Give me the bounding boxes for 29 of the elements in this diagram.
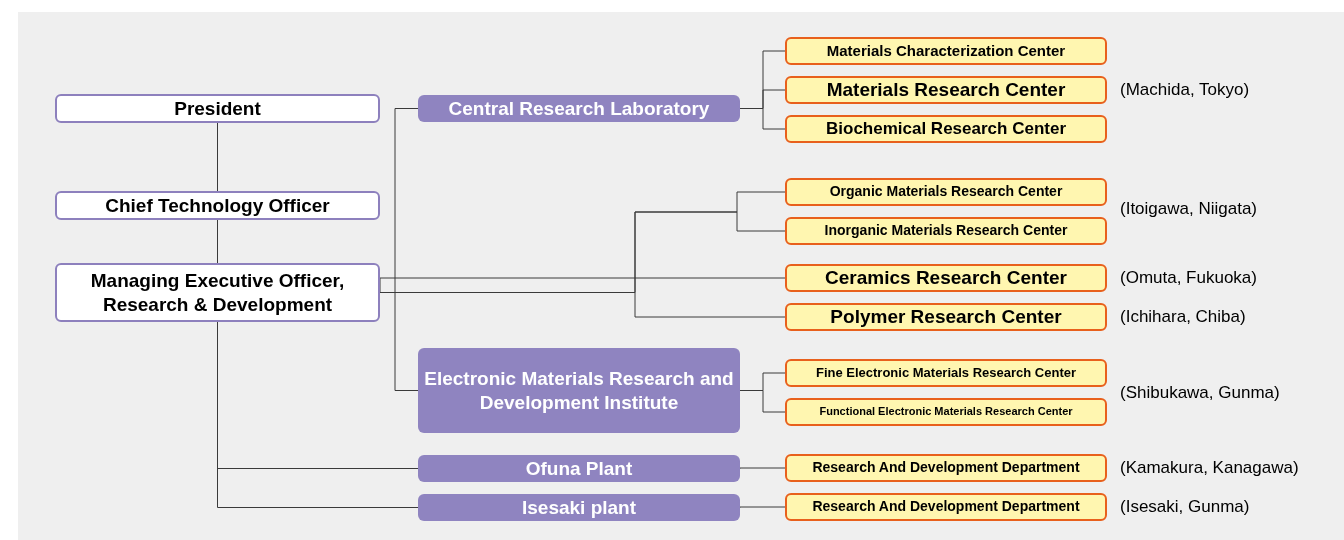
location-label: (Ichihara, Chiba): [1120, 306, 1246, 329]
center-box: Organic Materials Research Center: [785, 178, 1107, 206]
center-box: Fine Electronic Materials Research Center: [785, 359, 1107, 387]
executive-box: Chief Technology Officer: [55, 191, 380, 220]
location-label: (Machida, Tokyo): [1120, 79, 1250, 102]
center-box: Ceramics Research Center: [785, 264, 1107, 292]
location-label: (Omuta, Fukuoka): [1120, 267, 1257, 290]
location-label: (Shibukawa, Gunma): [1120, 382, 1280, 405]
executive-box: Managing Executive Officer, Research & Development: [55, 263, 380, 322]
connector-line: [217, 122, 218, 192]
division-box: Ofuna Plant: [418, 455, 740, 482]
center-box: Research And Development Department: [785, 493, 1107, 521]
connector-line: [739, 506, 786, 508]
center-box: Biochemical Research Center: [785, 115, 1107, 143]
location-label: (Itoigawa, Niigata): [1120, 198, 1257, 221]
connector-line: [217, 219, 218, 264]
center-box: Materials Research Center: [785, 76, 1107, 104]
connector-line: [739, 467, 786, 469]
executive-box: President: [55, 94, 380, 123]
center-box: Polymer Research Center: [785, 303, 1107, 331]
location-label: (Kamakura, Kanagawa): [1120, 457, 1299, 480]
center-box: Research And Development Department: [785, 454, 1107, 482]
division-box: Isesaki plant: [418, 494, 740, 521]
center-box: Materials Characterization Center: [785, 37, 1107, 65]
division-box: Central Research Laboratory: [418, 95, 740, 122]
location-label: (Isesaki, Gunma): [1120, 496, 1250, 519]
center-box: Inorganic Materials Research Center: [785, 217, 1107, 245]
center-box: Functional Electronic Materials Research Center: [785, 398, 1107, 426]
division-box: Electronic Materials Research and Development Institute: [418, 348, 740, 433]
